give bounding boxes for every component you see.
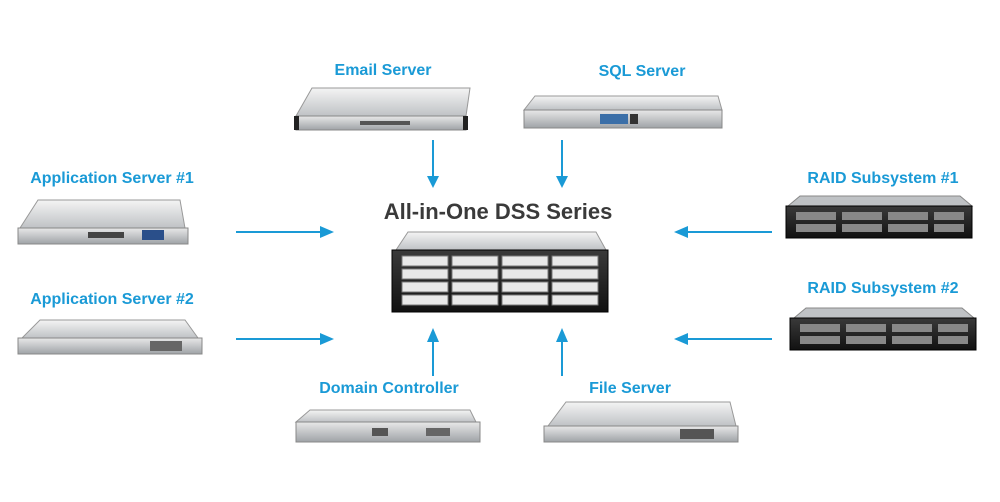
file-server-label: File Server	[589, 380, 671, 397]
arrow-app1-to-dss	[236, 226, 334, 238]
arrow-app2-to-dss	[236, 333, 334, 345]
arrow-raid1-to-dss	[674, 226, 772, 238]
app-server-1-label: Application Server #1	[30, 170, 194, 187]
arrow-sql-to-dss	[556, 140, 568, 188]
arrow-file-to-dss	[556, 328, 568, 376]
sql-server-device	[522, 95, 723, 129]
raid-1-label: RAID Subsystem #1	[807, 170, 959, 187]
raid-1-device	[785, 195, 974, 239]
domain-controller-device	[294, 409, 481, 443]
raid-2-device	[789, 307, 977, 351]
sql-server-label: SQL Server	[598, 63, 686, 80]
arrow-raid2-to-dss	[674, 333, 772, 345]
diagram-title: All-in-One DSS Series	[383, 199, 613, 224]
app-server-2-device	[17, 319, 203, 355]
arrow-domain-to-dss	[427, 328, 439, 376]
email-server-device	[294, 87, 471, 131]
arrow-email-to-dss	[427, 140, 439, 188]
app-server-2-label: Application Server #2	[30, 291, 194, 308]
app-server-1-device	[17, 199, 189, 245]
raid-2-label: RAID Subsystem #2	[807, 280, 959, 297]
central-dss-device	[391, 231, 609, 313]
email-server-label: Email Server	[334, 62, 432, 79]
file-server-device	[543, 401, 739, 443]
domain-controller-label: Domain Controller	[319, 380, 459, 397]
